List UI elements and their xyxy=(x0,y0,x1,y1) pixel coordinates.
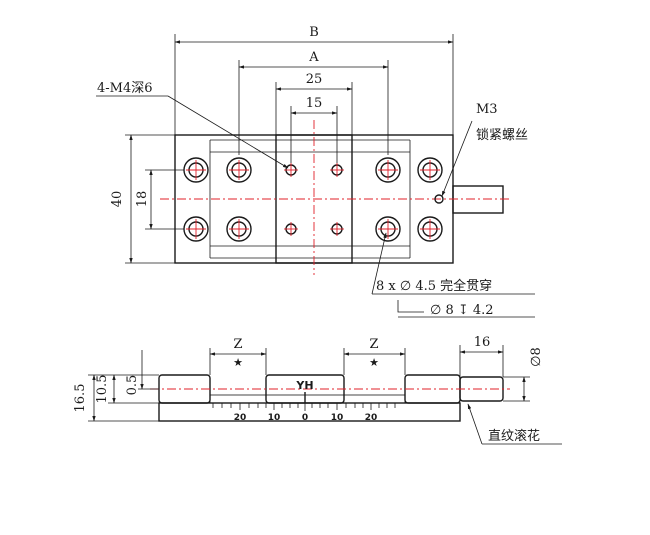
dim-40-label: 40 xyxy=(110,191,125,208)
m4-callout-label: 4-M4深6 xyxy=(97,81,153,96)
counterbore-label: ∅ 8 ↧ 4.2 xyxy=(430,303,494,318)
base-bar xyxy=(158,402,461,422)
adjust-stem xyxy=(452,185,504,214)
lock-screw-label: 锁紧螺丝 xyxy=(476,127,528,143)
dim-10-5-label: 10.5 xyxy=(95,375,110,404)
dim-0-5-label: 0.5 xyxy=(125,375,140,396)
knurl-label: 直纹滚花 xyxy=(488,428,540,444)
scale-label: 20 xyxy=(234,413,247,423)
star-left: ★ xyxy=(233,356,243,369)
star-right: ★ xyxy=(369,356,379,369)
dim-16-label: 16 xyxy=(474,335,491,350)
scale-labels: 20 10 0 10 20 xyxy=(234,413,378,423)
scale-label: 10 xyxy=(268,413,281,423)
top-view: B A 25 15 40 18 4-M4深6 M3 锁紧螺丝 xyxy=(96,25,535,318)
side-view: YH 20 10 0 10 20 Z ★ Z ★ 16 ∅8 xyxy=(73,335,562,445)
dim-a-label: A xyxy=(308,50,319,65)
through-hole-label: 8 x ∅ 4.5 完全贯穿 xyxy=(376,278,492,294)
brand-label: YH xyxy=(295,379,313,392)
lock-screw-hole xyxy=(434,194,444,204)
dia8-label: ∅8 xyxy=(529,347,544,367)
dim-16-5-label: 16.5 xyxy=(73,384,88,413)
m3-callout-label: M3 xyxy=(476,102,498,117)
dim-b-label: B xyxy=(309,25,319,40)
z-left-label: Z xyxy=(233,337,242,352)
scale-label: 0 xyxy=(302,413,308,423)
dim-25-label: 25 xyxy=(306,72,323,87)
z-right-label: Z xyxy=(369,337,378,352)
scale-ticks xyxy=(212,403,396,411)
scale-label: 20 xyxy=(365,413,378,423)
scale-label: 10 xyxy=(331,413,344,423)
dim-15-label: 15 xyxy=(306,96,323,111)
dim-18-label: 18 xyxy=(135,191,150,208)
counterbore-holes xyxy=(183,157,443,242)
